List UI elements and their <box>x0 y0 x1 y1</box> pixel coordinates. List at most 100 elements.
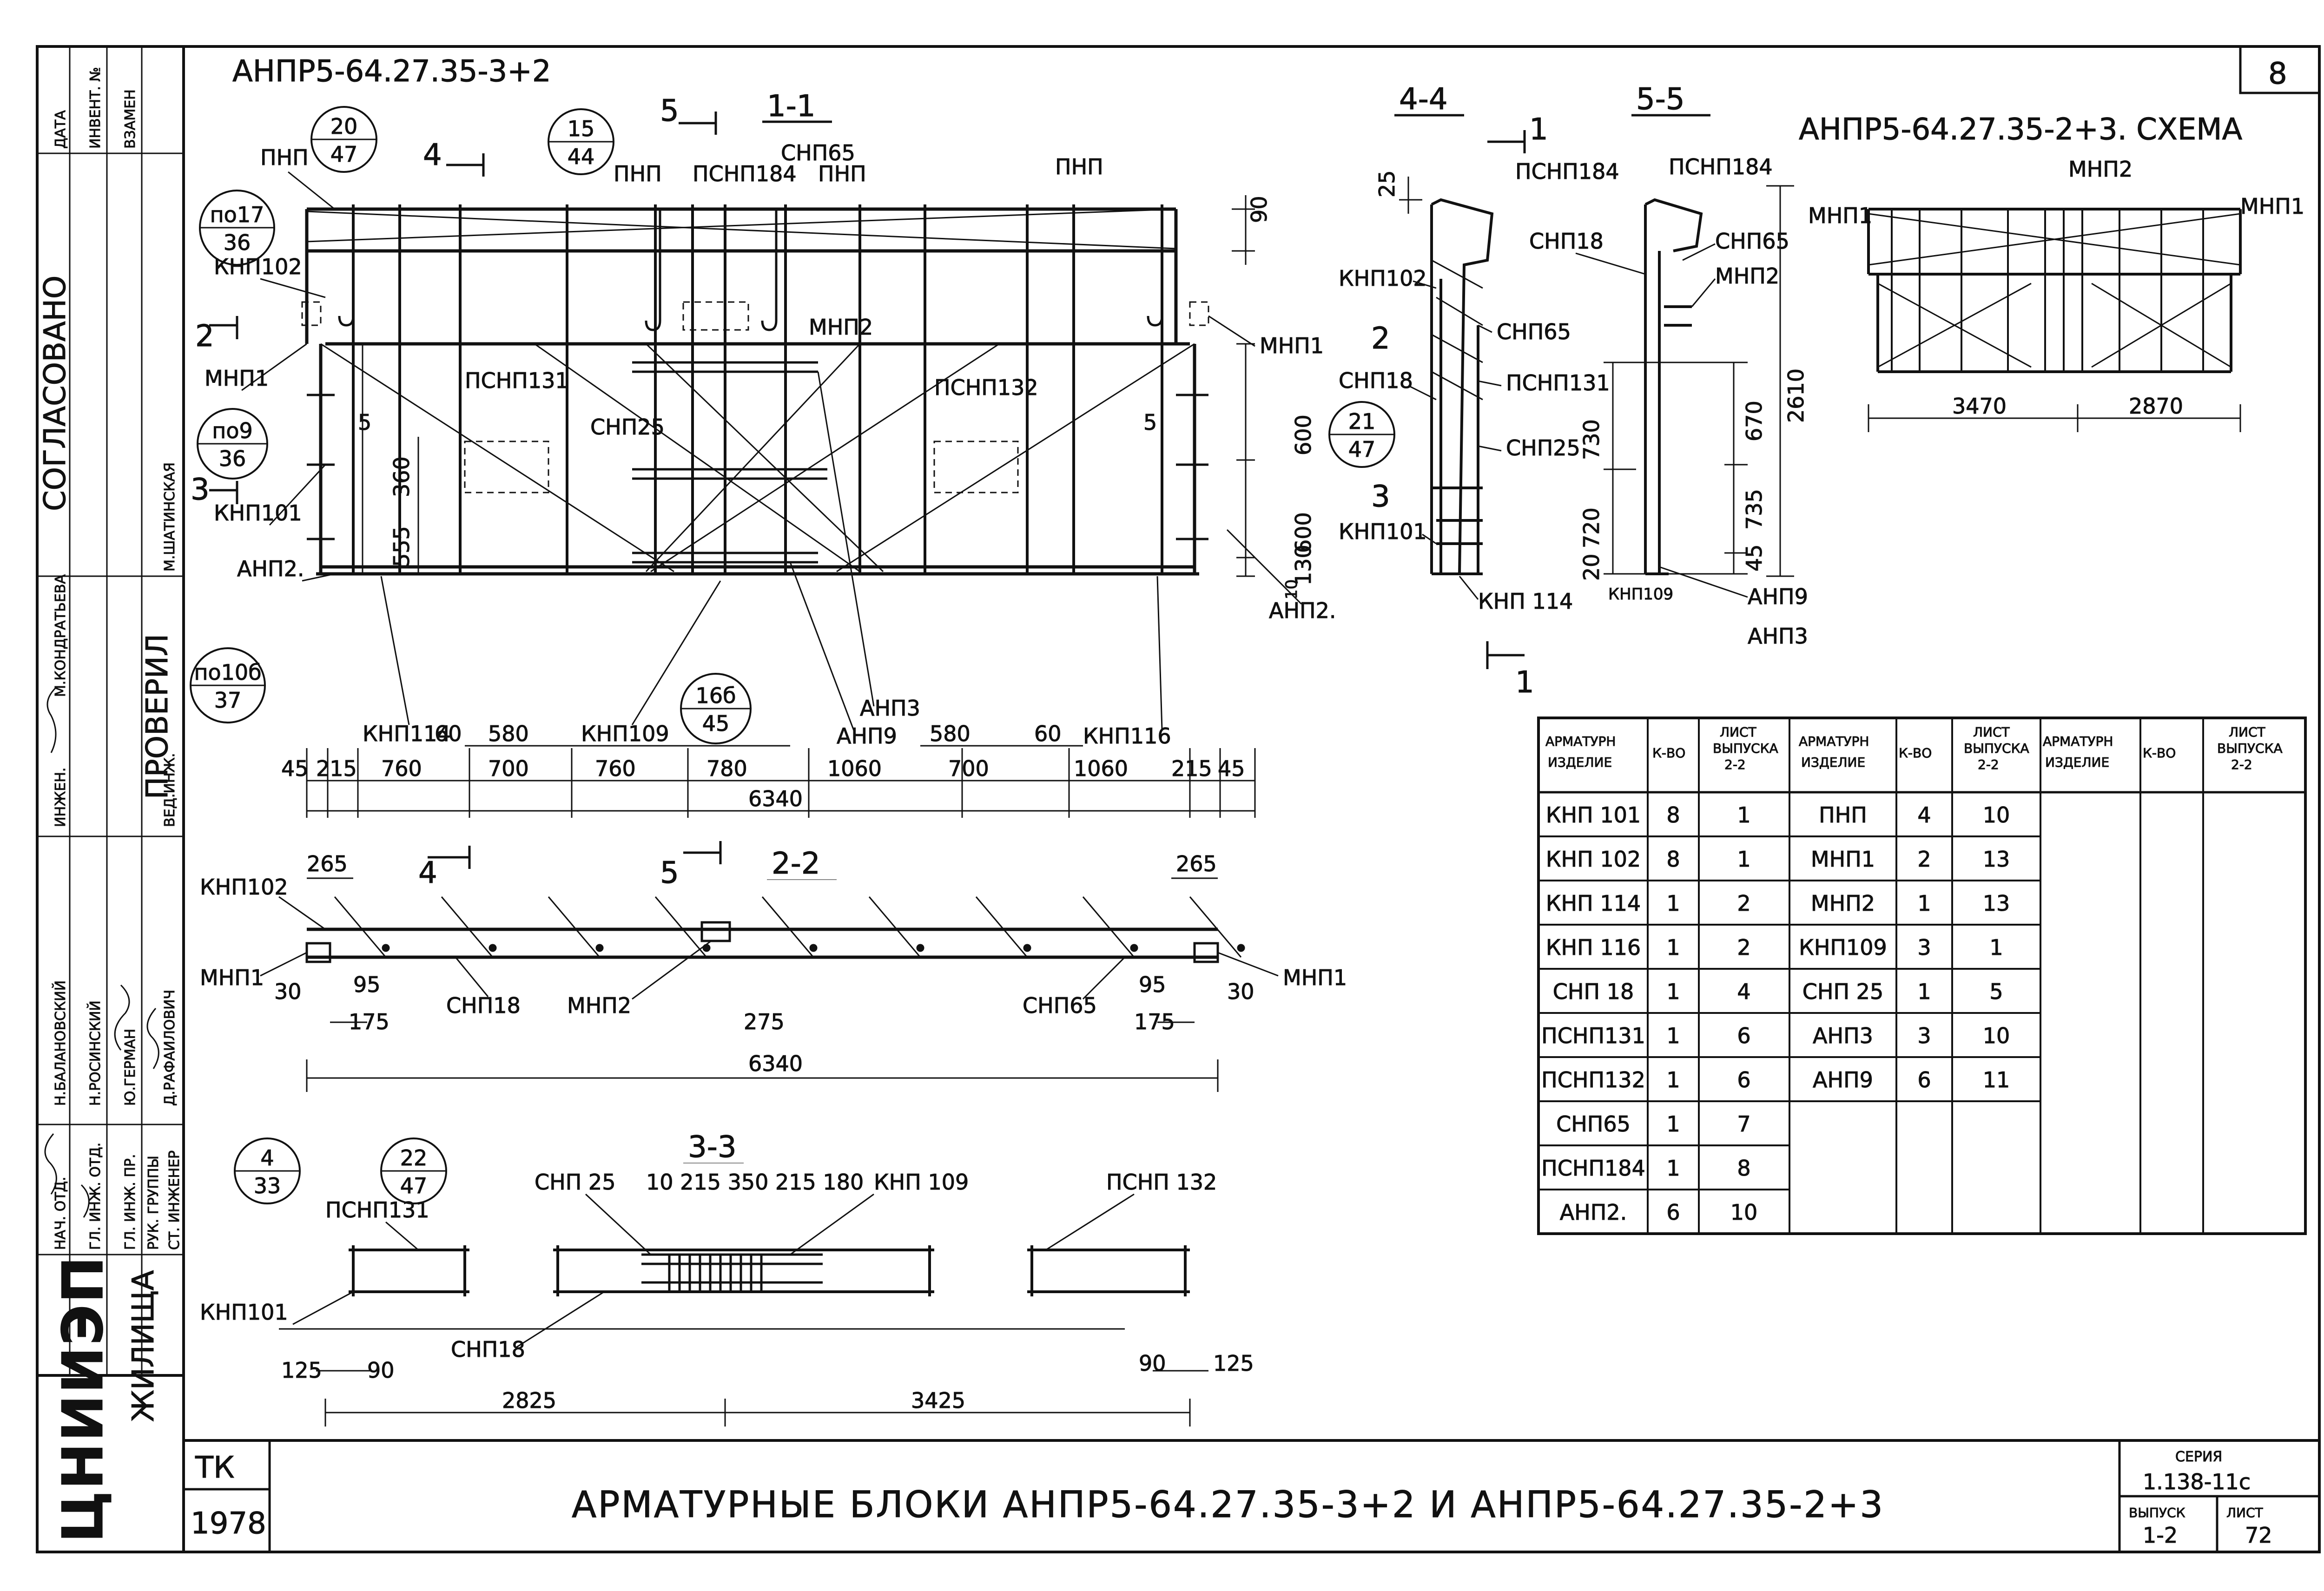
dim-720: 720 <box>1579 507 1604 548</box>
label-2-2-snp18: СНП18 <box>446 993 521 1018</box>
bubble-top: 21 <box>1348 409 1376 434</box>
label-anp2-right: АНП2. <box>1269 598 1336 623</box>
label-5-5-snp65: СНП65 <box>1715 229 1789 254</box>
table-sheet: 5 <box>1989 979 2003 1004</box>
cut-4-4-mark-bottom: 1 <box>1515 665 1534 700</box>
scheme-mnp1: МНП1 <box>1808 203 1872 228</box>
dim-735: 735 <box>1742 489 1767 530</box>
dim-580b: 580 <box>930 721 971 746</box>
dim-265a: 265 <box>307 851 348 876</box>
dim-ticks-1-1 <box>306 748 1256 818</box>
dim-760b: 760 <box>595 756 636 781</box>
label-4-4-knp101: КНП101 <box>1339 519 1427 544</box>
table-grid <box>1537 717 2307 1235</box>
dim-275: 275 <box>744 1009 785 1034</box>
label-psnp131: ПСНП131 <box>465 368 569 393</box>
label-2-2-mnp1-right: МНП1 <box>1283 965 1347 990</box>
bubble-bottom: 47 <box>400 1173 428 1198</box>
table-item: МНП2 <box>1811 891 1875 916</box>
table-item: АНП2. <box>1560 1200 1627 1225</box>
stamp-side-role-1: ИНЖЕН. <box>53 768 69 827</box>
table-qty: 1 <box>1666 1156 1680 1181</box>
table-qty: 8 <box>1666 847 1680 872</box>
table-item: ПСНП132 <box>1541 1067 1645 1092</box>
dim-25: 25 <box>1374 170 1400 197</box>
label-2-2-mnp1-left: МНП1 <box>200 965 264 990</box>
bubble-bottom: 33 <box>254 1173 281 1198</box>
table-item: СНП 18 <box>1553 979 1634 1004</box>
table-sheet: 2 <box>1737 891 1750 916</box>
table-qty: 1 <box>1666 891 1680 916</box>
table-item: КНП 101 <box>1546 802 1641 828</box>
table-sheet: 11 <box>1983 1067 2010 1092</box>
scheme-dim-2870: 2870 <box>2129 394 2183 419</box>
hook <box>645 209 661 331</box>
table-sheet: 1 <box>1737 802 1750 828</box>
stamp-role-5: СТ. ИНЖЕНЕР <box>166 1151 183 1250</box>
stamp-role-3: ГЛ. ИНЖ. ПР. <box>122 1154 139 1250</box>
hook <box>338 209 355 327</box>
table-item: ПНП <box>1819 802 1867 828</box>
table-item: АНП9 <box>1813 1067 1873 1092</box>
table-qty: 1 <box>1666 1023 1680 1048</box>
dim-60b: 60 <box>1034 721 1062 746</box>
table-h8: К-ВО <box>2143 745 2176 761</box>
label-knp109: КНП109 <box>581 721 669 746</box>
org-small: ТК <box>195 1451 235 1485</box>
bubble-top: по10б <box>194 660 261 685</box>
table-item: КНП 102 <box>1546 847 1641 872</box>
cut-4-4-mark-3: 3 <box>1371 480 1390 514</box>
corner-number: 8 <box>2268 57 2287 91</box>
dim-90a: 90 <box>367 1358 395 1383</box>
bubble-bottom: 37 <box>214 688 242 713</box>
cut-label-3-3: 3-3 <box>688 1130 737 1164</box>
table-h6-a: ЛИСТ <box>1973 724 2010 740</box>
plan-diagonal <box>654 896 707 958</box>
label-knp101: КНП101 <box>214 500 302 526</box>
label-3-3-snp18: СНП18 <box>451 1337 525 1362</box>
left-stamp: ДАТА ИНВЕНТ. № ВЗАМЕН СОГЛАСОВАНО ПРОВЕР… <box>37 46 184 1543</box>
dim-175a: 175 <box>349 1009 390 1034</box>
plan-diagonals <box>334 896 1245 958</box>
dim-215b: 215 <box>1171 756 1212 781</box>
table-qty: 1 <box>1917 979 1931 1004</box>
dim-30a: 30 <box>274 979 302 1004</box>
dim-600b: 600 <box>1291 512 1316 553</box>
vertical-bars-1-1 <box>338 204 1163 574</box>
org-logo: ЦНИИЭП <box>51 1255 116 1543</box>
table-qty: 1 <box>1666 1111 1680 1137</box>
plan-diagonal <box>1189 896 1242 958</box>
cut-mark-2: 2 <box>195 319 214 354</box>
dim-2610: 2610 <box>1783 368 1809 423</box>
sheet-frame <box>36 45 2321 1553</box>
label-4-4-knp114: КНП 114 <box>1478 589 1573 614</box>
detail-bubble: 433 <box>234 1137 301 1204</box>
dim-730: 730 <box>1579 419 1604 460</box>
cut-2-2-mark-4: 4 <box>418 856 437 890</box>
series-value: 1.138-11с <box>2143 1469 2251 1494</box>
label-4-4-snp18: СНП18 <box>1339 368 1413 393</box>
bubble-bottom: 47 <box>1348 437 1376 462</box>
label-3-3-snp25: СНП 25 <box>535 1170 615 1195</box>
table-h1-a: АРМАТУРН <box>1545 734 1616 749</box>
table-qty: 6 <box>1917 1067 1931 1092</box>
plan-diagonal <box>975 896 1028 958</box>
dim-175b: 175 <box>1134 1009 1175 1034</box>
table-item: СНП65 <box>1556 1111 1631 1137</box>
dim-600a: 600 <box>1291 414 1316 455</box>
label-3-3-knp109: КНП 109 <box>874 1170 969 1195</box>
dim-6340-2-2: 6340 <box>748 1051 803 1076</box>
label-5-5-anp9: АНП9 <box>1748 584 1808 609</box>
table-item: КНП 114 <box>1546 891 1641 916</box>
table-sheet: 2 <box>1737 935 1750 960</box>
detail-bubble: по10б 37 <box>190 647 266 723</box>
label-4-4-snp25: СНП25 <box>1506 435 1580 460</box>
cut-mark-4: 4 <box>423 138 442 172</box>
cut-4-4-mark-2: 2 <box>1371 322 1390 356</box>
dim-760a: 760 <box>381 756 422 781</box>
cut-label-1-1: 1-1 <box>767 89 816 124</box>
